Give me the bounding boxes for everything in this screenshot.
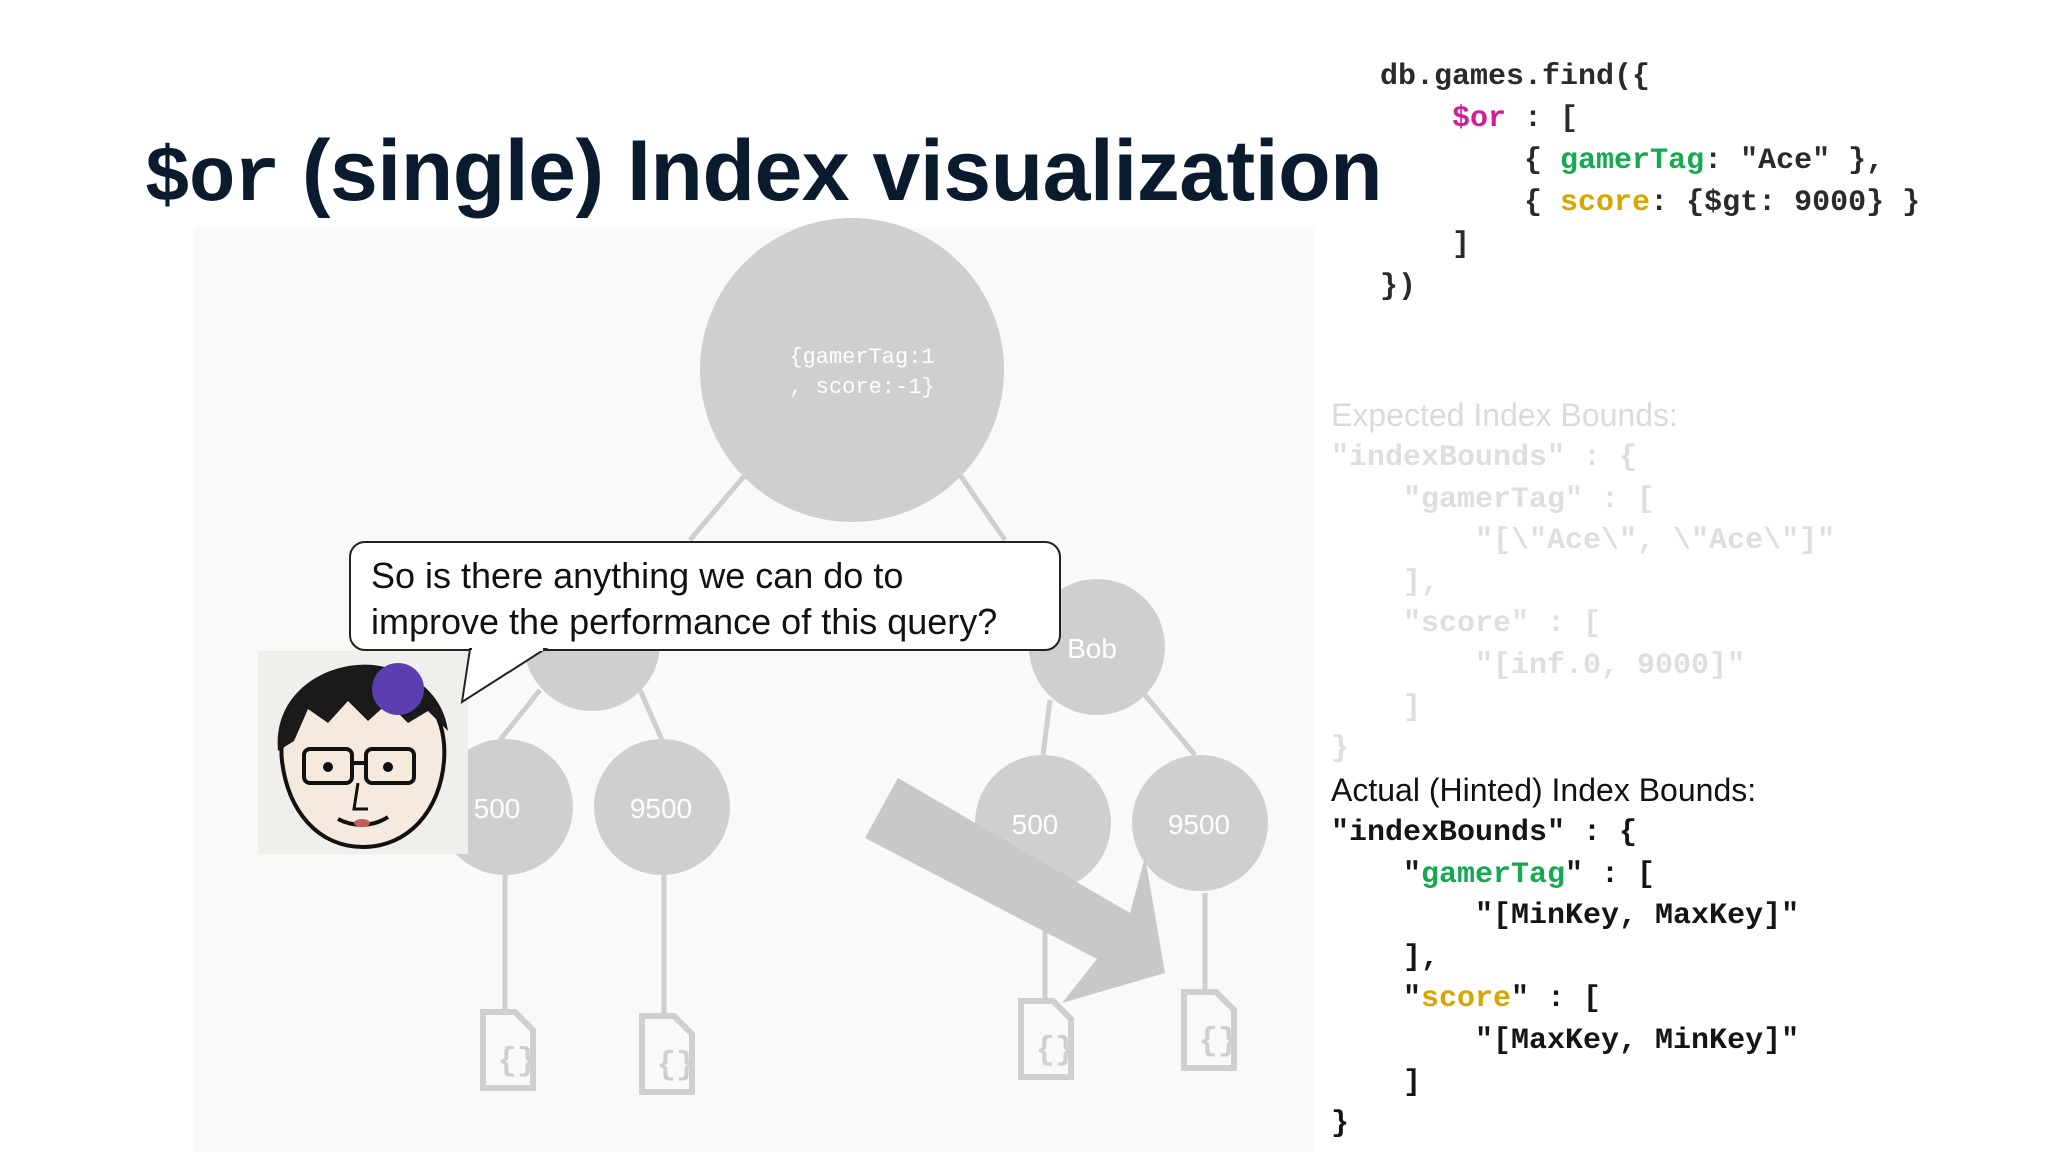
leaf-label-1: 500 xyxy=(474,793,521,824)
index-tree-diagram: {gamerTag:1 , score:-1} Bob 500 9500 500… xyxy=(437,218,1268,1095)
actual-score-suffix: " : [ xyxy=(1511,982,1602,1017)
document-icon-glyph: {} xyxy=(498,1043,536,1080)
root-label-line-2: , score:-1} xyxy=(789,375,934,400)
query-gamertag-field: gamerTag xyxy=(1560,144,1705,178)
leaf-node-1 xyxy=(437,739,573,875)
speech-bubble-line-2: improve the performance of this query? xyxy=(371,601,998,642)
query-clause1-open: { xyxy=(1524,144,1561,178)
query-or-rest: : [ xyxy=(1506,102,1579,136)
document-icon: {} xyxy=(639,1013,695,1095)
document-icon: {} xyxy=(480,1009,536,1091)
big-arrow-icon xyxy=(865,778,1165,1003)
expected-line-2: "gamerTag" : [ xyxy=(1331,482,1656,517)
query-code-block: db.games.find({ $or : [ { gamerTag: "Ace… xyxy=(1380,56,1920,308)
leaf-node-4 xyxy=(1132,755,1268,891)
edge-right-child1 xyxy=(1040,699,1053,756)
expected-bounds-code: "indexBounds" : { "gamerTag" : [ "[\"Ace… xyxy=(1331,438,1835,771)
query-close-bracket: ] xyxy=(1452,228,1471,262)
document-icon: {} xyxy=(1181,989,1237,1071)
query-line-1: db.games.find({ xyxy=(1380,60,1651,94)
expected-line-4: ], xyxy=(1331,565,1440,600)
leaf-node-2 xyxy=(594,739,730,875)
actual-score-prefix: " xyxy=(1331,982,1422,1017)
query-close-call: }) xyxy=(1380,270,1417,304)
presenter-avatar-drawing xyxy=(277,663,448,850)
tree-root-node xyxy=(700,218,1004,522)
leaf-label-4: 9500 xyxy=(1168,809,1230,840)
presenter-avatar xyxy=(258,651,468,854)
edge-root-left xyxy=(688,473,747,542)
document-icon-glyph: {} xyxy=(1199,1023,1237,1060)
expected-line-5: "score" : [ xyxy=(1331,607,1602,642)
expected-line-7: ] xyxy=(1331,690,1422,725)
actual-line-1: "indexBounds" : { xyxy=(1331,816,1638,850)
actual-score-close: ] xyxy=(1331,1065,1422,1100)
expected-line-3: "[\"Ace\", \"Ace\"]" xyxy=(1331,524,1836,559)
edge-left-child2 xyxy=(637,688,665,742)
actual-score-field: score xyxy=(1421,982,1512,1017)
tree-right-child-node xyxy=(1029,579,1165,715)
actual-gamertag-field: gamerTag xyxy=(1421,857,1566,892)
leaf-label-3: 500 xyxy=(1012,809,1059,840)
document-icon: {} xyxy=(1018,998,1074,1080)
slide-title: $or (single) Index visualization xyxy=(144,128,1383,219)
leaf-label-2: 9500 xyxy=(630,793,692,824)
edge-left-child1 xyxy=(498,688,542,742)
actual-score-bounds: "[MaxKey, MinKey]" xyxy=(1331,1023,1800,1058)
document-icon-glyph: {} xyxy=(1036,1032,1074,1069)
edge-root-right xyxy=(957,473,1008,542)
title-text: (single) Index visualization xyxy=(278,123,1383,219)
actual-bounds-code: "indexBounds" : { "gamerTag" : [ "[MinKe… xyxy=(1331,813,1799,1146)
title-operator: $or xyxy=(144,136,280,224)
expected-bounds-heading: Expected Index Bounds: xyxy=(1331,397,1678,433)
actual-gamer-close: ], xyxy=(1331,940,1440,975)
right-child-label: Bob xyxy=(1067,633,1117,664)
edge-right-child2 xyxy=(1143,693,1197,757)
actual-gamer-bounds: "[MinKey, MaxKey]" xyxy=(1331,899,1800,934)
speech-bubble: So is there anything we can do to improv… xyxy=(349,541,1061,651)
root-label-line-1: {gamerTag:1 xyxy=(789,345,934,370)
query-clause1-value: : "Ace" }, xyxy=(1704,144,1885,178)
actual-gamer-suffix: " : [ xyxy=(1565,857,1656,892)
actual-close: } xyxy=(1331,1107,1350,1142)
expected-line-1: "indexBounds" : { xyxy=(1331,441,1638,475)
query-or-operator: $or xyxy=(1452,102,1507,136)
expected-line-8: } xyxy=(1331,732,1350,767)
actual-gamer-prefix: " xyxy=(1331,857,1422,892)
query-clause2-open: { xyxy=(1524,186,1561,220)
speech-bubble-line-1: So is there anything we can do to xyxy=(371,555,904,596)
query-score-field: score xyxy=(1560,186,1651,220)
query-clause2-value: : {$gt: 9000} } xyxy=(1650,186,1921,220)
actual-bounds-heading: Actual (Hinted) Index Bounds: xyxy=(1331,772,1757,808)
document-icon-glyph: {} xyxy=(657,1047,695,1084)
expected-line-6: "[inf.0, 9000]" xyxy=(1331,648,1746,683)
